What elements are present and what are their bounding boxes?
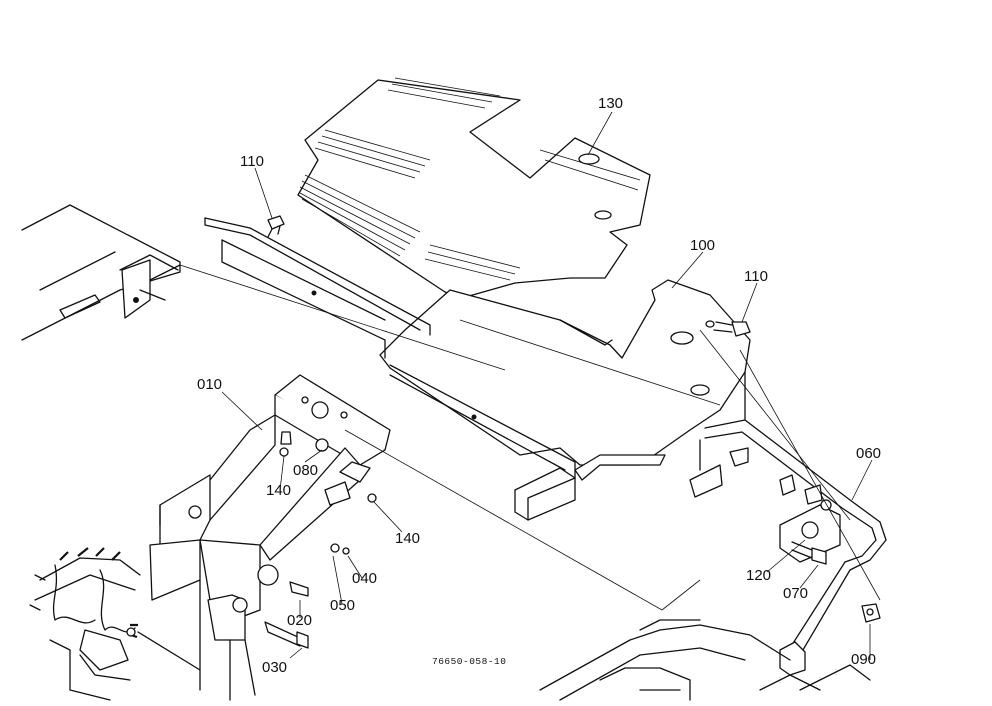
main-mount-frame bbox=[149, 374, 391, 701]
callout-130: 130 bbox=[598, 95, 623, 112]
left-frame-background bbox=[21, 204, 181, 341]
nut-090 bbox=[861, 603, 881, 623]
square-tube bbox=[514, 454, 666, 521]
callout-140-left: 140 bbox=[266, 482, 291, 499]
callout-040: 040 bbox=[352, 570, 377, 587]
callout-110-left: 110 bbox=[240, 153, 264, 170]
callout-010: 010 bbox=[197, 376, 222, 393]
callout-100: 100 bbox=[690, 237, 715, 254]
assembly-guide-lines bbox=[179, 264, 881, 611]
callout-050: 050 bbox=[330, 597, 355, 614]
pipe-frame bbox=[689, 371, 887, 676]
leader-lines bbox=[221, 111, 873, 660]
callout-120: 120 bbox=[746, 567, 771, 584]
bolt-110-right bbox=[713, 321, 751, 337]
callout-090: 090 bbox=[851, 651, 876, 668]
left-rail bbox=[204, 217, 576, 479]
callout-140-right: 140 bbox=[395, 530, 420, 547]
callout-030: 030 bbox=[262, 659, 287, 676]
drawing-code: 76650-058-10 bbox=[432, 656, 506, 667]
callout-060: 060 bbox=[856, 445, 881, 462]
frame-fasteners bbox=[264, 431, 377, 649]
bolt-110-left bbox=[267, 215, 285, 238]
callout-070: 070 bbox=[783, 585, 808, 602]
callout-110-right: 110 bbox=[744, 268, 768, 285]
step-plate bbox=[297, 77, 651, 299]
callout-020: 020 bbox=[287, 612, 312, 629]
bracket-plate bbox=[379, 279, 751, 466]
engine-area-background bbox=[29, 547, 201, 701]
callout-labels: 130 110 100 110 010 080 140 140 040 050 … bbox=[197, 95, 881, 676]
bottom-right-frame-background bbox=[539, 619, 871, 701]
bolt-070 bbox=[791, 541, 827, 565]
callout-080: 080 bbox=[293, 462, 318, 479]
